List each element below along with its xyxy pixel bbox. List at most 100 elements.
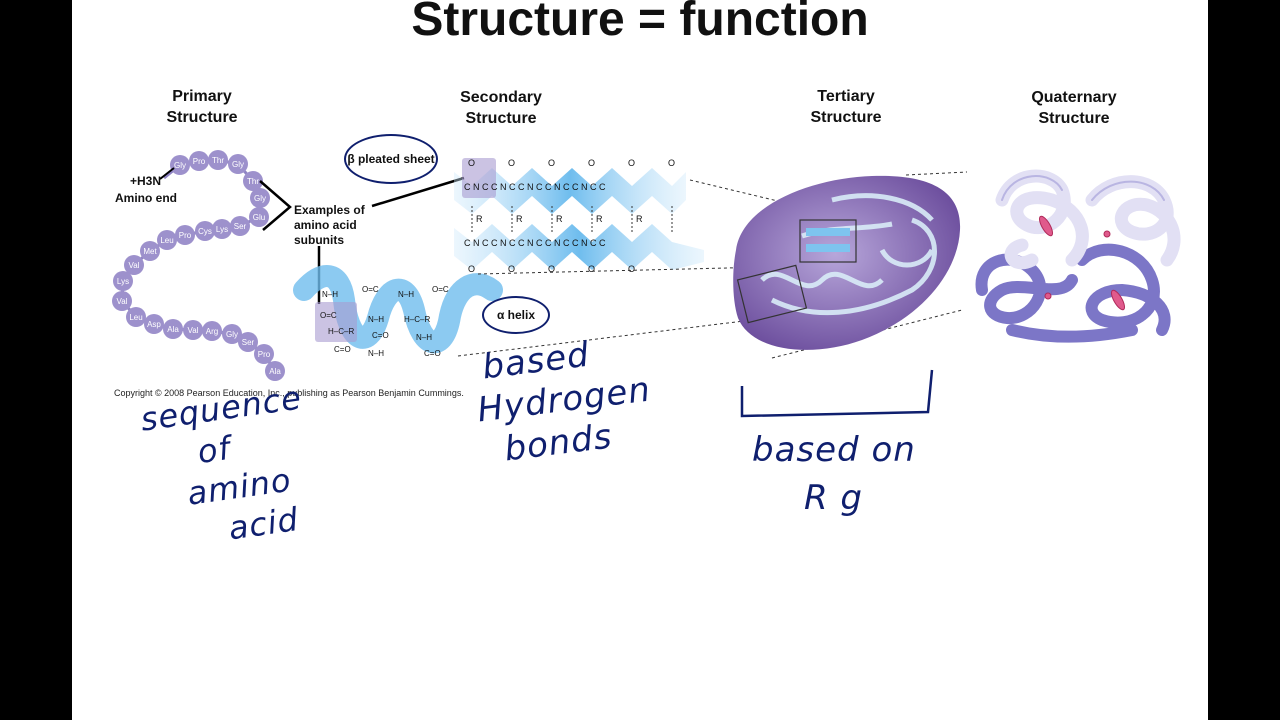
residue-label: Leu (160, 236, 173, 245)
heading-primary-line2: Structure (166, 109, 238, 126)
svg-text:N–H: N–H (368, 315, 384, 324)
residue-bead (243, 171, 263, 191)
svg-text:N–H: N–H (398, 290, 414, 299)
residue-bead (157, 230, 177, 250)
residue-bead (112, 291, 132, 311)
residue-bead (249, 207, 269, 227)
annotation-tertiary-line2: R g (804, 478, 864, 518)
residue-label: Lys (216, 225, 228, 234)
residue-bead (230, 216, 250, 236)
svg-text:O: O (548, 158, 555, 168)
annotation-secondary: based Hydrogen bonds (470, 327, 658, 473)
amino-end-label: Amino end (115, 191, 177, 205)
residue-label: Val (129, 261, 140, 270)
residue-bead (140, 241, 160, 261)
residue-bead (228, 154, 248, 174)
residue-bead (183, 320, 203, 340)
residue-label: Thr (247, 177, 259, 186)
residue-bead (124, 255, 144, 275)
residue-label: Leu (129, 313, 142, 322)
residue-label: Val (188, 326, 199, 335)
heading-tertiary-line1: Tertiary (817, 88, 875, 105)
residue-label: Ser (234, 222, 247, 231)
residue-bead (113, 271, 133, 291)
svg-text:O: O (588, 158, 595, 168)
svg-text:N–H: N–H (368, 349, 384, 358)
svg-text:O: O (468, 158, 475, 168)
svg-text:R: R (596, 214, 603, 224)
examples-label-line3: subunits (294, 233, 344, 247)
copyright-notice: Copyright © 2008 Pearson Education, Inc.… (114, 388, 464, 398)
svg-text:O: O (588, 264, 595, 274)
svg-text:O: O (508, 158, 515, 168)
heading-quaternary: Quaternary Structure (1018, 87, 1130, 129)
residue-label: Pro (193, 157, 206, 166)
heading-secondary-line2: Structure (465, 110, 537, 127)
residue-bead (212, 219, 232, 239)
svg-text:H–C–R: H–C–R (404, 315, 430, 324)
residue-bead (170, 155, 190, 175)
slide-title: Structure = function (411, 0, 869, 46)
annotation-tertiary-line1: based on (752, 430, 916, 470)
residue-bead (126, 307, 146, 327)
residue-label: Lys (117, 277, 129, 286)
residue-label: Pro (258, 350, 271, 359)
heading-tertiary-line2: Structure (810, 109, 882, 126)
alpha-helix-label: α helix (482, 296, 550, 334)
annotation-tertiary: based on R g (752, 426, 916, 522)
svg-text:O: O (628, 158, 635, 168)
residue-label: Gly (226, 330, 238, 339)
svg-text:C N C C N C C N C C N C C N C: C N C C N C C N C C N C C N C C (464, 238, 606, 248)
svg-text:R: R (636, 214, 643, 224)
svg-text:O: O (628, 264, 635, 274)
svg-text:C=O: C=O (334, 345, 351, 354)
residue-bead (202, 321, 222, 341)
n-terminus-label: +H3N (130, 174, 162, 188)
residue-bead (144, 314, 164, 334)
residue-label: Pro (179, 231, 192, 240)
svg-text:O: O (668, 158, 675, 168)
svg-text:R: R (476, 214, 483, 224)
slide: Structure = function Primary Structure S… (72, 0, 1208, 720)
quaternary-structure (975, 169, 1181, 343)
residue-bead (238, 332, 258, 352)
svg-text:R: R (516, 214, 523, 224)
heading-secondary: Secondary Structure (446, 87, 556, 129)
residue-label: Glu (253, 213, 265, 222)
svg-text:C=O: C=O (372, 331, 389, 340)
tertiary-bracket (740, 369, 934, 418)
beta-sheet-label: β pleated sheet (344, 134, 438, 184)
residue-bead (265, 361, 285, 381)
svg-text:O: O (468, 264, 475, 274)
residue-label: Met (143, 247, 157, 256)
heading-primary-line1: Primary (172, 88, 232, 105)
heading-tertiary: Tertiary Structure (796, 86, 896, 128)
svg-text:H–C–R: H–C–R (328, 327, 354, 336)
heading-secondary-line1: Secondary (460, 89, 542, 106)
residue-label: Gly (254, 194, 266, 203)
residue-label: Cys (198, 227, 212, 236)
residue-label: Asp (147, 320, 161, 329)
examples-label-line1: Examples of (294, 203, 365, 217)
residue-label: Ala (167, 325, 179, 334)
residue-bead (195, 221, 215, 241)
svg-text:C=O: C=O (424, 349, 441, 358)
svg-text:O: O (508, 264, 515, 274)
svg-text:O: O (548, 264, 555, 274)
residue-label: Gly (174, 161, 186, 170)
residue-label: Arg (206, 327, 218, 336)
residue-bead (250, 188, 270, 208)
svg-text:C N C C N C C N C C N C C N C: C N C C N C C N C C N C C N C C (464, 182, 606, 192)
svg-text:O=C: O=C (362, 285, 379, 294)
beta-pleated-sheet: O O O O O O C N C C N C C N C C N C C N C C R… (454, 158, 704, 274)
examples-label: Examples of amino acid subunits (294, 203, 365, 248)
residue-bead (163, 319, 183, 339)
residue-bead (208, 150, 228, 170)
svg-text:R: R (556, 214, 563, 224)
residue-label: Val (117, 297, 128, 306)
residue-label: Gly (232, 160, 244, 169)
svg-text:N–H: N–H (416, 333, 432, 342)
